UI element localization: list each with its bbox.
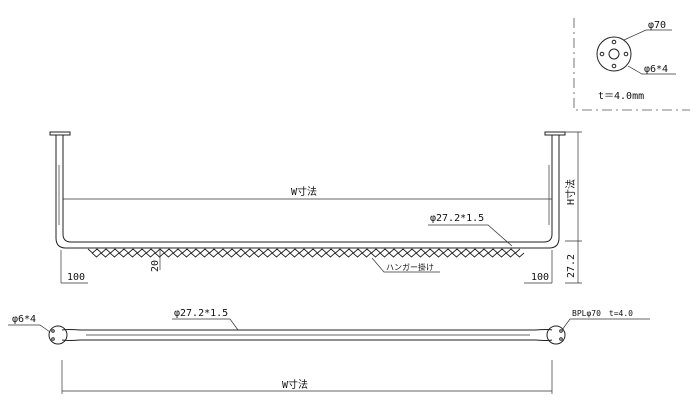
w-dimension-label: W寸法	[291, 185, 317, 198]
plan-hole-label: φ6*4	[12, 314, 36, 325]
pipe-spec-label: φ27.2*1.5	[430, 213, 484, 224]
plan-pipe-spec-label: φ27.2*1.5	[174, 308, 228, 319]
hanger-label: ハンガー掛け	[386, 262, 434, 272]
h-dimension-label: H寸法	[564, 179, 577, 205]
plate-diameter-label: φ70	[648, 20, 666, 31]
hanger-hooks	[87, 248, 525, 258]
plan-w-dimension-label: W寸法	[282, 378, 308, 391]
plate-hole-label: φ6*4	[644, 64, 668, 75]
plate-thickness-label: t＝4.0mm	[598, 91, 644, 102]
left-end-plate	[48, 325, 68, 345]
front-elevation: W寸法 φ27.2*1.5 H寸法 27.2 100 100 20 ハンガー掛け	[49, 131, 582, 284]
base-plate-detail: φ70 φ6*4 t＝4.0mm	[573, 18, 690, 111]
base-plate-circle	[596, 36, 632, 72]
left-offset-label: 100	[67, 272, 85, 283]
left-ceiling-plate	[49, 131, 71, 136]
hanger-pipe-outer	[55, 135, 560, 249]
right-end-plate	[546, 325, 566, 345]
detail-frame	[573, 18, 690, 111]
right-ceiling-plate	[544, 131, 566, 136]
hanger-pipe-inner	[62, 135, 553, 243]
right-offset-label: 100	[531, 272, 549, 283]
bottom-dimension-label: 27.2	[566, 254, 577, 278]
plan-pipe	[61, 329, 553, 331]
hanger-gap-label: 20	[150, 260, 161, 272]
plan-view: φ6*4 φ27.2*1.5 BPLφ70 t=4.0 W寸法	[8, 308, 650, 394]
base-plate-spec-label: BPLφ70 t=4.0	[572, 309, 633, 318]
